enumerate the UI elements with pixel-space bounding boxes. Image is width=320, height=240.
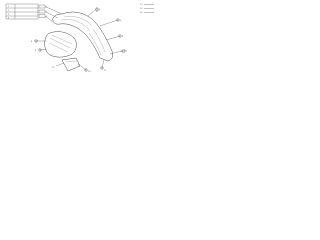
legend-row-number: 3 bbox=[8, 14, 10, 16]
leader-lines bbox=[36, 6, 123, 71]
callout-number: 7 bbox=[126, 51, 128, 53]
legend-box bbox=[5, 3, 39, 20]
fender-liner-outline bbox=[52, 11, 114, 62]
leader-line bbox=[87, 8, 97, 17]
callout-number: 11 bbox=[104, 70, 107, 72]
callouts: 1 2 3 4 5 6 7 8 9 10 11 12 13 14 15 bbox=[31, 4, 143, 73]
callout-number: 14 bbox=[140, 8, 143, 10]
screw-fastener bbox=[95, 7, 99, 12]
leader-line bbox=[44, 15, 54, 23]
clip-fastener bbox=[100, 66, 104, 70]
splash-shield-rib bbox=[49, 37, 71, 49]
leader-line bbox=[101, 59, 105, 69]
leader-line bbox=[99, 19, 119, 27]
splash-shield-rib bbox=[51, 34, 73, 45]
legend-table: 1 2 3 4 bbox=[5, 3, 39, 20]
callout-number: 13 bbox=[140, 4, 143, 6]
splash-shield bbox=[44, 31, 77, 58]
callout-number: 3 bbox=[46, 16, 48, 18]
leader-line bbox=[44, 11, 59, 19]
callout-number: 15 bbox=[140, 12, 143, 14]
label-box bbox=[38, 4, 46, 9]
clip-fastener bbox=[118, 34, 122, 38]
splash-shield-rib bbox=[48, 42, 69, 53]
callout-number: 2 bbox=[46, 12, 48, 14]
leader-line bbox=[44, 6, 63, 15]
callout-number: 8 bbox=[31, 41, 33, 43]
right-legend bbox=[144, 4, 154, 13]
fender-liner bbox=[52, 11, 114, 62]
clip-fastener bbox=[84, 68, 88, 72]
legend-row-number: 4 bbox=[8, 18, 10, 20]
legend-row-number: 2 bbox=[8, 10, 10, 12]
mud-guard bbox=[61, 57, 81, 72]
mud-guard-rib bbox=[65, 60, 78, 63]
leader-line bbox=[39, 48, 48, 51]
label-box bbox=[38, 14, 46, 18]
callout-number: 12 bbox=[52, 67, 55, 69]
fender-liner-rib bbox=[92, 28, 106, 53]
label-boxes bbox=[38, 4, 46, 18]
callout-number: 6 bbox=[122, 36, 124, 38]
fender-liner-rib bbox=[88, 32, 102, 56]
leader-line bbox=[105, 35, 121, 41]
screw-fastener bbox=[121, 49, 126, 53]
legend-row-number: 1 bbox=[8, 6, 10, 8]
fender-liner-rib bbox=[60, 19, 91, 32]
parts-diagram: 1 2 3 4 bbox=[5, 3, 154, 73]
mud-guard-outline bbox=[61, 57, 81, 72]
leader-line bbox=[77, 63, 87, 71]
callout-number: 9 bbox=[35, 50, 37, 52]
callout-number: 10 bbox=[88, 71, 91, 73]
callout-number: 5 bbox=[120, 20, 122, 22]
leader-line bbox=[55, 62, 65, 67]
callout-number: 4 bbox=[99, 9, 101, 11]
fender-liner-rib bbox=[63, 16, 93, 27]
label-box bbox=[38, 9, 46, 14]
splash-shield-outline bbox=[44, 31, 77, 58]
leader-line bbox=[109, 50, 123, 55]
fasteners bbox=[34, 7, 126, 72]
clip-fastener bbox=[116, 18, 120, 22]
callout-number: 1 bbox=[46, 7, 48, 9]
